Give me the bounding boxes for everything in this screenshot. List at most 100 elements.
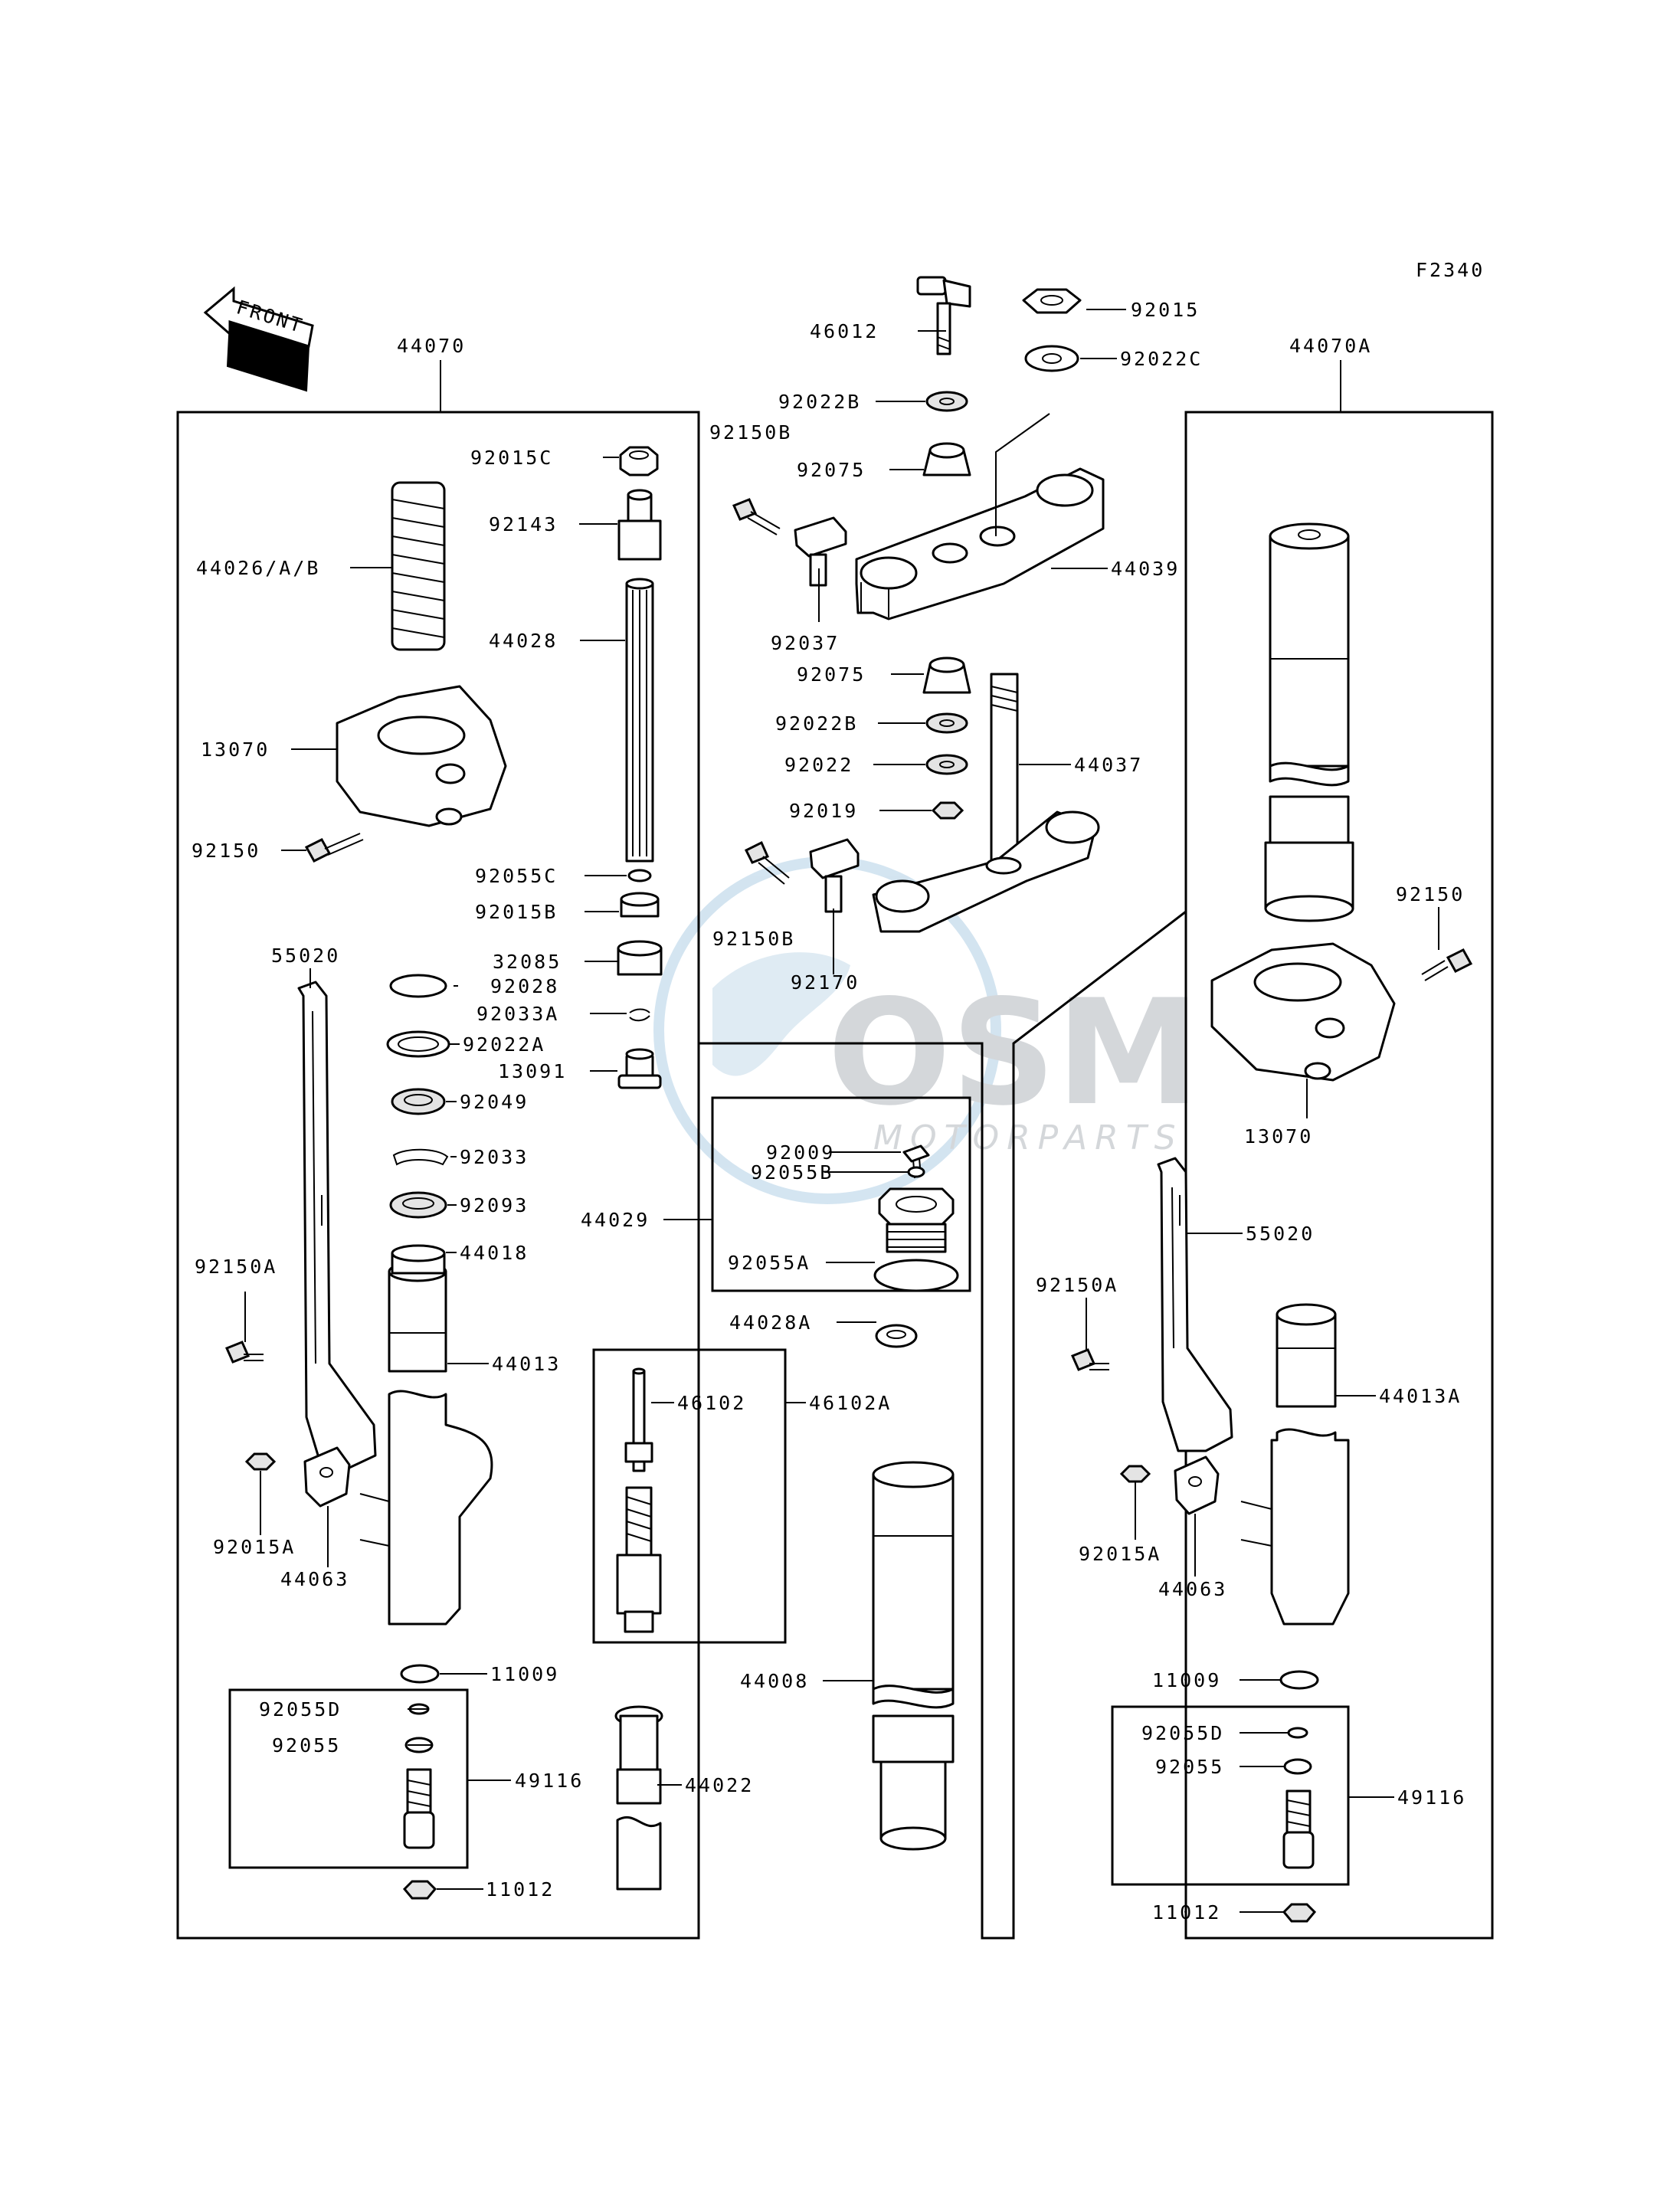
part-11012-left xyxy=(402,1880,437,1900)
part-44063-left-clamp xyxy=(303,1446,351,1508)
label-92055-left: 92055 xyxy=(272,1734,341,1757)
label-92033A: 92033A xyxy=(476,1003,559,1025)
part-92150A-left-bolt xyxy=(224,1341,264,1364)
label-55020-left: 55020 xyxy=(271,945,340,967)
part-46102A-piston xyxy=(616,1486,662,1633)
part-44018-bushing xyxy=(391,1244,446,1275)
label-92055D-left: 92055D xyxy=(259,1698,342,1721)
part-92022C-washer xyxy=(1024,345,1079,372)
part-55020-right-guard xyxy=(1157,1157,1233,1452)
label-92033: 92033 xyxy=(460,1146,529,1168)
part-92037-clamp xyxy=(794,516,847,587)
part-13091-bolt xyxy=(617,1048,662,1089)
label-13091: 13091 xyxy=(498,1060,567,1082)
label-44039: 44039 xyxy=(1111,558,1180,580)
label-92093: 92093 xyxy=(460,1194,529,1216)
part-92028-ring xyxy=(389,974,447,998)
label-92049: 92049 xyxy=(460,1091,529,1113)
part-44070A-upper-tube xyxy=(1264,522,1354,922)
label-44026-A-B: 44026/A/B xyxy=(196,557,320,579)
label-46102: 46102 xyxy=(677,1392,746,1414)
label-92075-top: 92075 xyxy=(797,459,866,481)
label-92019: 92019 xyxy=(789,800,858,822)
part-46102 xyxy=(624,1367,653,1472)
label-44013: 44013 xyxy=(492,1353,561,1375)
label-44029: 44029 xyxy=(581,1209,650,1231)
part-92150A-right-bolt xyxy=(1070,1348,1109,1371)
label-49116-right: 49116 xyxy=(1397,1786,1466,1809)
label-44028A: 44028A xyxy=(729,1311,812,1334)
part-92075-top xyxy=(922,442,971,476)
label-92009: 92009 xyxy=(766,1141,835,1164)
right-fork-group-label: 44070A xyxy=(1289,335,1372,357)
label-46102A: 46102A xyxy=(809,1392,892,1414)
box-46102A xyxy=(592,1348,787,1644)
part-92049-seal xyxy=(391,1088,446,1115)
box-49116-right xyxy=(1111,1705,1350,1886)
label-32085: 32085 xyxy=(493,951,562,973)
part-92022B-top xyxy=(925,391,968,412)
label-11009-left: 11009 xyxy=(490,1663,559,1685)
label-92022B-mid: 92022B xyxy=(775,712,858,735)
label-92015: 92015 xyxy=(1131,299,1200,321)
part-44039-upper-bracket xyxy=(855,467,1105,620)
center-steering-frame xyxy=(697,412,1187,1940)
part-92022-washer xyxy=(925,754,968,775)
label-92075-mid: 92075 xyxy=(797,663,866,686)
group-frames: 44070 44070A xyxy=(176,335,1494,1940)
left-fork-group-label: 44070 xyxy=(397,335,466,357)
part-46012 xyxy=(916,276,971,355)
part-92055A-oring xyxy=(873,1259,959,1292)
part-92033-clip xyxy=(392,1148,449,1166)
front-arrow: FRONT xyxy=(203,286,314,392)
label-92150A-left: 92150A xyxy=(195,1256,277,1278)
label-49116-left: 49116 xyxy=(515,1770,584,1792)
leader-lines xyxy=(244,309,1439,1913)
part-92150-left-bolt xyxy=(304,833,364,863)
part-44026-spring-left xyxy=(391,481,446,651)
label-13070-right: 13070 xyxy=(1244,1125,1313,1148)
part-44022 xyxy=(614,1705,663,1891)
label-92143: 92143 xyxy=(489,513,558,535)
part-92055-right xyxy=(1283,1758,1312,1775)
part-13070-left-bracket xyxy=(336,685,507,827)
label-92015A-left: 92015A xyxy=(213,1536,296,1558)
part-92143 xyxy=(617,489,662,561)
label-92028: 92028 xyxy=(490,975,559,997)
part-92055D-right xyxy=(1287,1727,1308,1739)
part-92150-right-bolt xyxy=(1421,948,1473,981)
label-44008: 44008 xyxy=(740,1670,809,1692)
part-44029-cap xyxy=(878,1187,955,1253)
part-11012-right xyxy=(1282,1903,1317,1923)
part-92075-mid xyxy=(922,656,971,694)
part-92093-seal xyxy=(389,1191,447,1219)
part-44037-stem xyxy=(872,673,1100,933)
part-92033A-clip xyxy=(629,1008,650,1022)
label-92015A-right: 92015A xyxy=(1079,1543,1161,1565)
label-44037: 44037 xyxy=(1074,754,1143,776)
part-44008-outer-tube xyxy=(872,1461,955,1851)
part-44063-right-clamp xyxy=(1174,1455,1220,1515)
part-92015C-nut xyxy=(619,446,659,476)
part-11009-left xyxy=(400,1664,440,1684)
label-92022A: 92022A xyxy=(463,1033,545,1056)
label-92055-right: 92055 xyxy=(1155,1756,1224,1778)
box-49116-left xyxy=(228,1688,469,1869)
label-92150B-bottom: 92150B xyxy=(712,928,795,950)
label-92015C: 92015C xyxy=(470,447,553,469)
label-55020-right: 55020 xyxy=(1246,1223,1315,1245)
label-92150-left: 92150 xyxy=(192,840,260,862)
part-11009-right xyxy=(1279,1670,1319,1690)
part-13070-right-bracket xyxy=(1210,942,1396,1082)
part-92022A-washer xyxy=(386,1030,450,1058)
label-11009-right: 11009 xyxy=(1152,1669,1221,1691)
part-92150B-bolt-bottom xyxy=(744,840,790,885)
label-44013A: 44013A xyxy=(1379,1385,1462,1407)
label-92150A-right: 92150A xyxy=(1036,1274,1118,1296)
left-fork-frame xyxy=(176,411,700,1940)
label-92015B: 92015B xyxy=(475,901,558,923)
part-92015B xyxy=(620,892,660,918)
part-92170-clamp xyxy=(809,838,860,913)
label-44022: 44022 xyxy=(685,1774,754,1796)
